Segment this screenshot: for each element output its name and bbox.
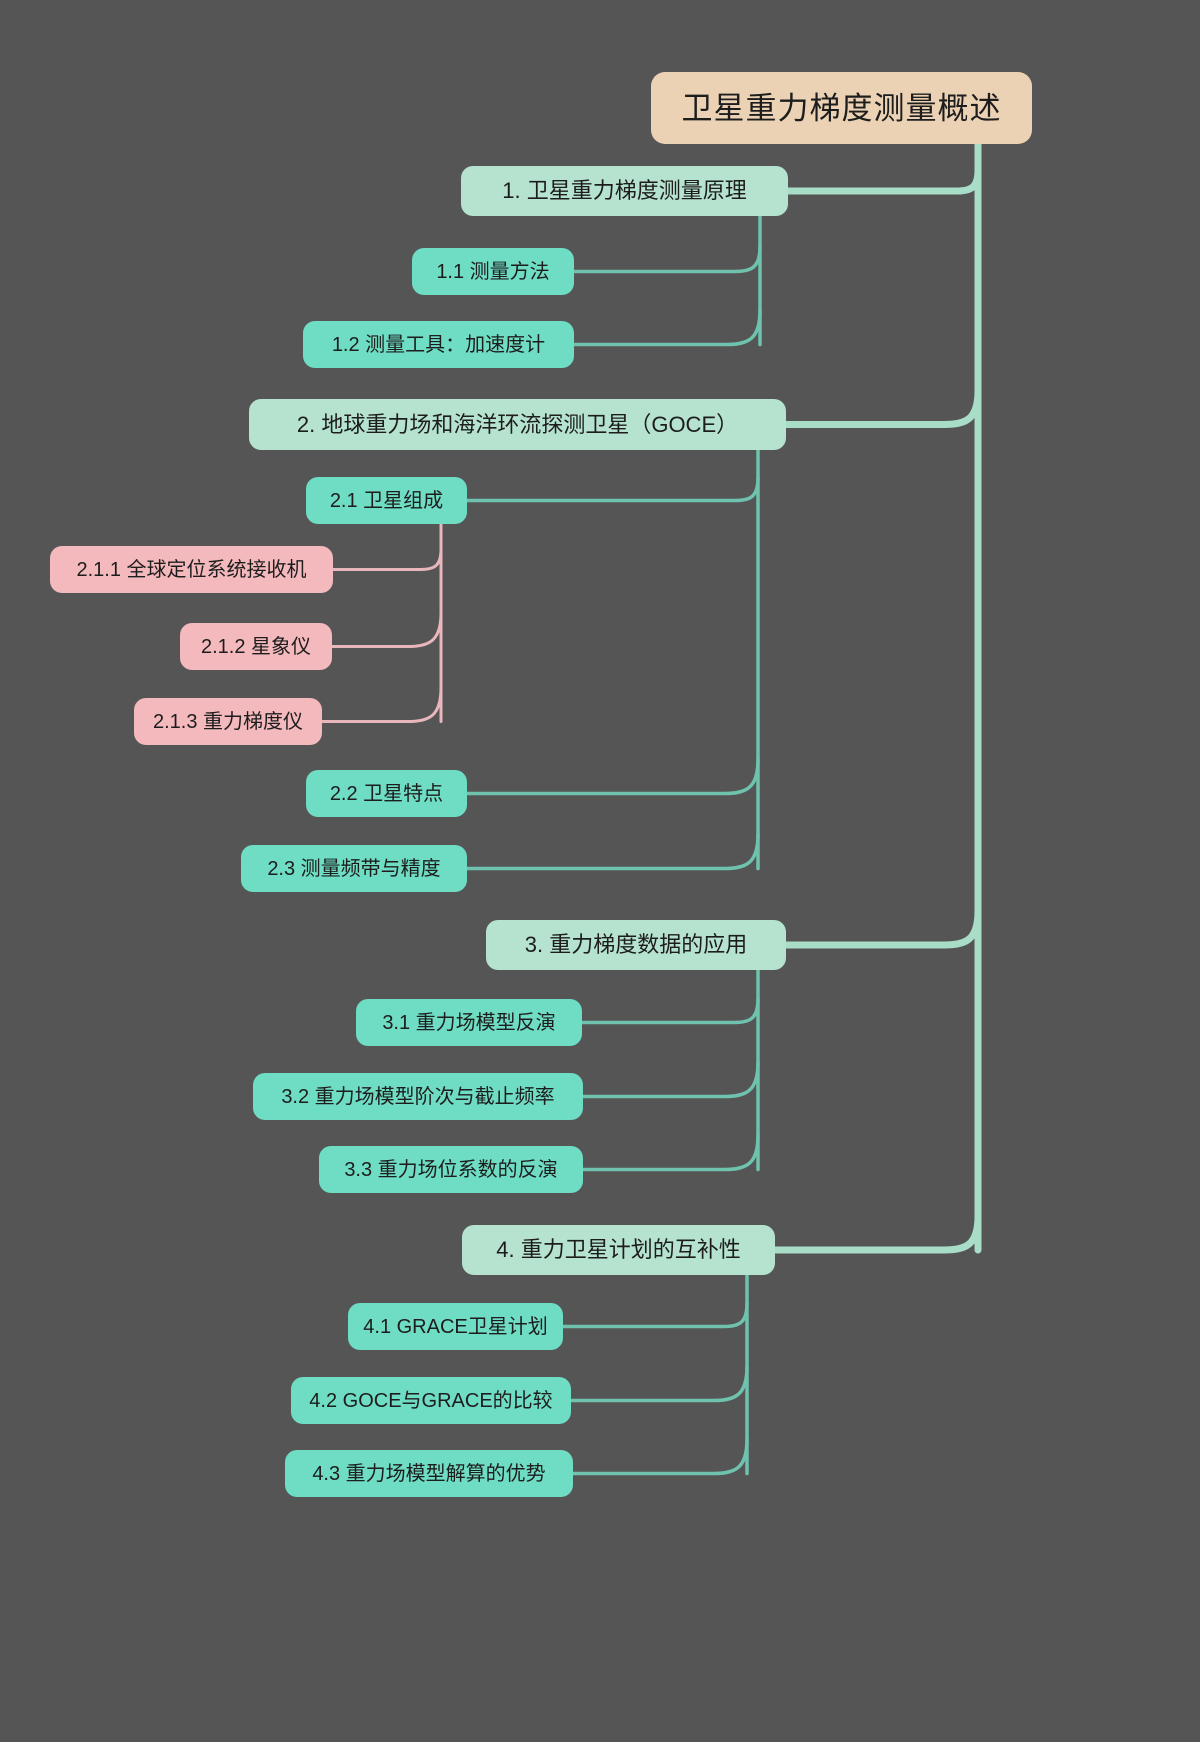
node-label: 2. 地球重力场和海洋环流探测卫星（GOCE） — [296, 411, 739, 437]
mindmap-node-3[interactable]: 3. 重力梯度数据的应用 — [486, 920, 786, 970]
mindmap-node-3-1[interactable]: 3.1 重力场模型反演 — [356, 999, 582, 1046]
node-label: 4. 重力卫星计划的互补性 — [496, 1237, 741, 1262]
mindmap-node-4-1[interactable]: 4.1 GRACE卫星计划 — [348, 1303, 563, 1350]
node-label: 4.3 重力场模型解算的优势 — [312, 1462, 546, 1485]
mindmap-node-2-1[interactable]: 2.1 卫星组成 — [306, 477, 467, 524]
node-label: 3.2 重力场模型阶次与截止频率 — [281, 1085, 555, 1108]
node-label: 2.1.1 全球定位系统接收机 — [76, 558, 307, 581]
mindmap-node-2-2[interactable]: 2.2 卫星特点 — [306, 770, 467, 817]
node-label: 1. 卫星重力梯度测量原理 — [502, 178, 747, 203]
mindmap-node-2-1-1[interactable]: 2.1.1 全球定位系统接收机 — [50, 546, 333, 593]
mindmap-node-1-1[interactable]: 1.1 测量方法 — [412, 248, 574, 295]
node-label: 卫星重力梯度测量概述 — [681, 90, 1002, 126]
node-label: 3.1 重力场模型反演 — [382, 1011, 556, 1034]
node-label: 1.1 测量方法 — [436, 260, 550, 283]
mindmap-node-1-2[interactable]: 1.2 测量工具：加速度计 — [303, 321, 574, 368]
node-label: 3.3 重力场位系数的反演 — [344, 1158, 558, 1181]
node-label: 1.2 测量工具：加速度计 — [331, 333, 546, 356]
node-label: 2.1.3 重力梯度仪 — [152, 710, 304, 733]
node-label: 2.1 卫星组成 — [329, 489, 444, 512]
mindmap-node-2-1-2[interactable]: 2.1.2 星象仪 — [180, 623, 332, 670]
mindmap-node-4[interactable]: 4. 重力卫星计划的互补性 — [462, 1225, 775, 1275]
mindmap-node-2-3[interactable]: 2.3 测量频带与精度 — [241, 845, 467, 892]
mindmap-node-3-3[interactable]: 3.3 重力场位系数的反演 — [319, 1146, 583, 1193]
mindmap-node-4-2[interactable]: 4.2 GOCE与GRACE的比较 — [291, 1377, 571, 1424]
node-label: 4.1 GRACE卫星计划 — [363, 1315, 548, 1338]
mindmap-node-1[interactable]: 1. 卫星重力梯度测量原理 — [461, 166, 788, 216]
node-label: 3. 重力梯度数据的应用 — [524, 932, 748, 957]
mindmap-node-4-3[interactable]: 4.3 重力场模型解算的优势 — [285, 1450, 573, 1497]
mindmap-node-2-1-3[interactable]: 2.1.3 重力梯度仪 — [134, 698, 322, 745]
node-label: 2.2 卫星特点 — [329, 782, 444, 805]
node-label: 2.1.2 星象仪 — [200, 635, 312, 658]
mindmap-node-2[interactable]: 2. 地球重力场和海洋环流探测卫星（GOCE） — [249, 399, 786, 450]
node-label: 2.3 测量频带与精度 — [267, 857, 441, 880]
mindmap-node-root[interactable]: 卫星重力梯度测量概述 — [651, 72, 1032, 144]
mindmap-node-3-2[interactable]: 3.2 重力场模型阶次与截止频率 — [253, 1073, 583, 1120]
node-label: 4.2 GOCE与GRACE的比较 — [309, 1389, 553, 1412]
